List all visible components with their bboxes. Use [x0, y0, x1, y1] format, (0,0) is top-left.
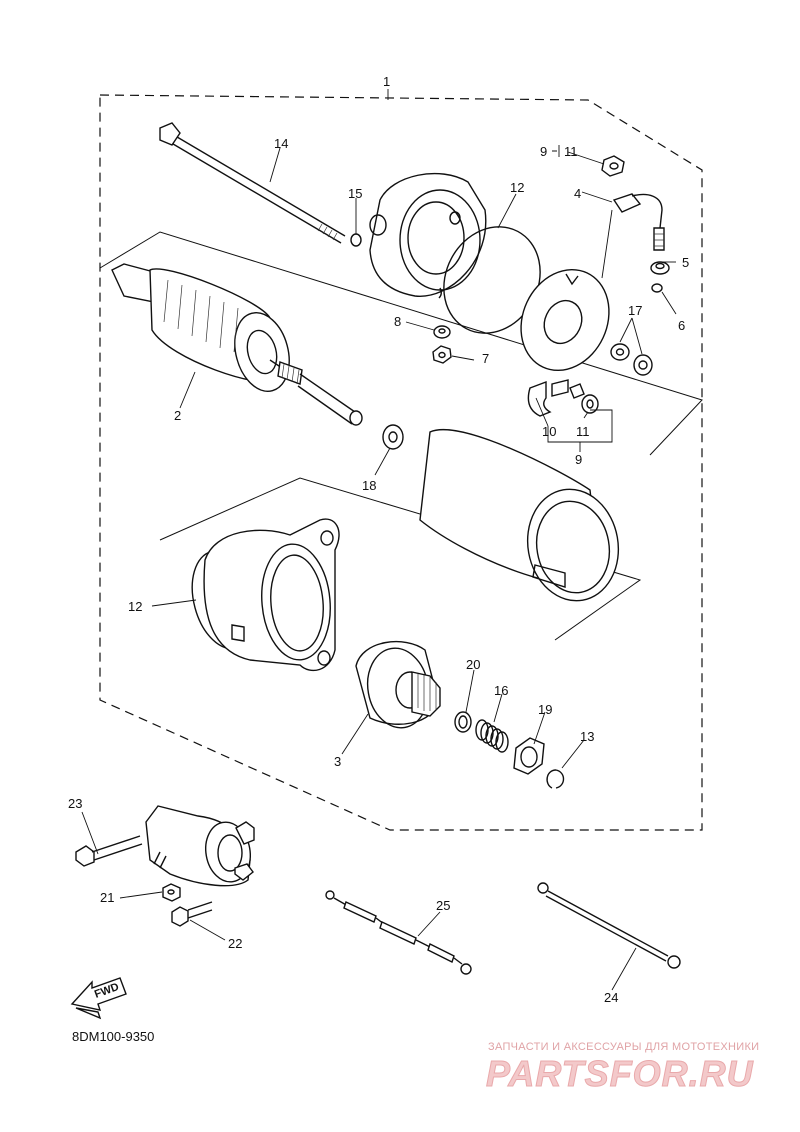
cable-25 [325, 890, 472, 975]
rear-cover [369, 172, 487, 299]
callout-11-bottom: 11 [576, 424, 590, 439]
brush-holder-10 [527, 379, 585, 417]
diagram-code: 8DM100-9350 [72, 1029, 154, 1044]
terminal-nut-11-lower [581, 394, 599, 414]
armature-2 [111, 263, 363, 426]
bolt-22 [171, 901, 213, 927]
insulator-5 [650, 261, 670, 275]
stopper-19 [513, 737, 545, 775]
circlip-13 [546, 769, 565, 789]
callout-12-lower: 12 [128, 599, 142, 614]
front-cover [203, 518, 340, 672]
starter-motor-assembly [145, 805, 255, 887]
terminal-nut-11 [601, 155, 625, 177]
callout-21: 21 [100, 890, 114, 905]
armature-group-outline [99, 231, 703, 456]
callout-14: 14 [274, 136, 288, 151]
o-ring-15 [350, 233, 362, 247]
fwd-arrow: FWD [70, 977, 127, 1020]
callout-11-top: 11 [564, 144, 578, 159]
callout-1: 1 [383, 74, 390, 89]
yoke [419, 429, 620, 602]
nut-7 [432, 345, 452, 364]
callout-13: 13 [580, 729, 594, 744]
assembly-boundary [99, 94, 703, 831]
washer-8 [433, 325, 451, 339]
washers-17 [610, 343, 653, 376]
callout-labels: 1 2 3 4 5 6 7 8 9 9 10 11 11 12 12 13 14… [68, 74, 689, 1005]
bracket-9-11-top [552, 145, 560, 157]
callout-6: 6 [678, 318, 685, 333]
callout-7: 7 [482, 351, 489, 366]
through-bolt-14 [159, 122, 346, 244]
brush-lead-4 [601, 193, 665, 279]
brush-plate [520, 268, 610, 372]
callout-24: 24 [604, 990, 618, 1005]
callout-8: 8 [394, 314, 401, 329]
watermark: ЗАПЧАСТИ И АКСЕССУАРЫ ДЛЯ МОТОТЕХНИКИ PA… [486, 1041, 760, 1095]
spring-16 [475, 719, 509, 753]
watermark-brand: PARTSFOR.RU [486, 1053, 754, 1094]
callout-25: 25 [436, 898, 450, 913]
callout-2: 2 [174, 408, 181, 423]
leader-lines [81, 89, 677, 991]
callout-16: 16 [494, 683, 508, 698]
callout-20: 20 [466, 657, 480, 672]
callout-18: 18 [362, 478, 376, 493]
callout-10: 10 [542, 424, 556, 439]
callout-9-bottom: 9 [575, 452, 582, 467]
nut-21 [162, 883, 181, 902]
circlip-20 [454, 711, 472, 733]
watermark-tagline: ЗАПЧАСТИ И АКСЕССУАРЫ ДЛЯ МОТОТЕХНИКИ [488, 1041, 759, 1053]
callout-12-upper: 12 [510, 180, 524, 195]
callout-3: 3 [334, 754, 341, 769]
cable-24 [537, 882, 681, 969]
pinion-clutch-3 [355, 640, 441, 729]
callout-9-top: 9 [540, 144, 547, 159]
washer-18 [382, 424, 404, 450]
callout-17: 17 [628, 303, 642, 318]
callout-15: 15 [348, 186, 362, 201]
callout-19: 19 [538, 702, 552, 717]
callout-4: 4 [574, 186, 581, 201]
callout-22: 22 [228, 936, 242, 951]
callout-23: 23 [68, 796, 82, 811]
bolt-23 [75, 835, 143, 867]
o-ring-6 [651, 283, 663, 293]
callout-5: 5 [682, 255, 689, 270]
